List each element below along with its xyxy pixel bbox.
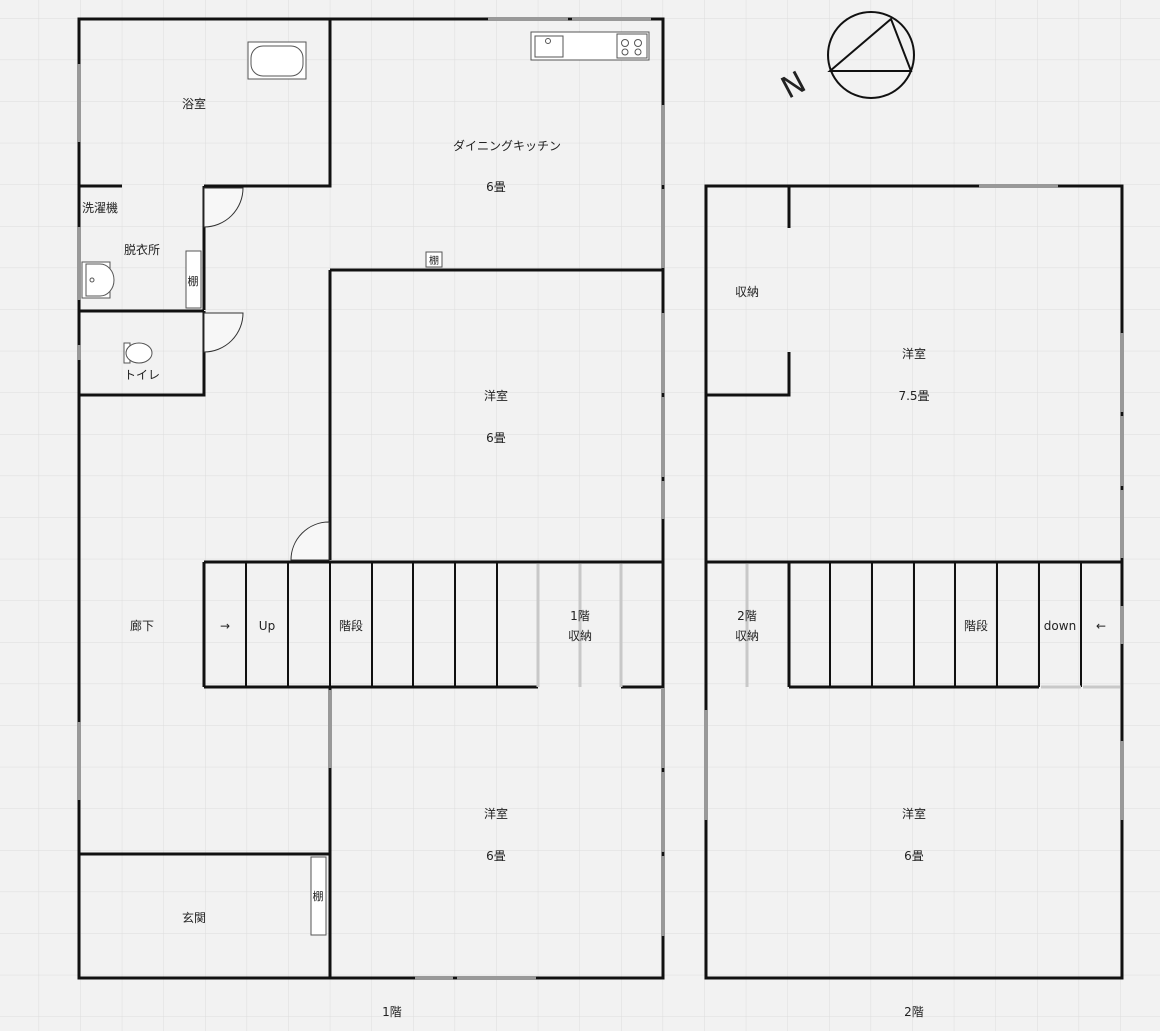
label-arrow-left: ← [1096, 619, 1106, 633]
label-bath: 浴室 [182, 96, 206, 111]
compass-icon [827, 11, 915, 99]
label-storage-2-line1: 2階 [737, 608, 757, 623]
label-room-top-2: 洋室 [902, 346, 926, 361]
label-hallway: 廊下 [130, 618, 154, 633]
kitchen-counter-icon [530, 31, 650, 61]
label-room-bottom: 洋室 [484, 806, 508, 821]
floor-1-doors[interactable] [203, 187, 330, 561]
label-storage-1-line1: 1階 [570, 608, 590, 623]
label-arrow-right: → [220, 619, 230, 633]
label-entrance: 玄関 [182, 910, 206, 925]
door-dressing [203, 187, 244, 228]
floor-2-stair-steps [829, 562, 1082, 687]
label-room-bottom-2-size: 6畳 [904, 849, 924, 863]
door-room-mid [290, 521, 330, 561]
label-storage-1-line2: 収納 [568, 629, 592, 643]
label-room-bottom-size: 6畳 [486, 849, 506, 863]
label-room-top-2-size: 7.5畳 [898, 389, 929, 403]
caption-floor-1: 1階 [382, 1004, 402, 1019]
bathtub-icon [247, 41, 307, 80]
toilet-icon [123, 342, 153, 364]
door-toilet [203, 312, 244, 353]
label-room-mid-size: 6畳 [486, 431, 506, 445]
label-toilet: トイレ [124, 368, 160, 382]
floor-2-light-lines [745, 564, 1120, 689]
label-shelf-kitchen: 棚 [429, 254, 439, 267]
label-storage-2-line2: 収納 [735, 629, 759, 643]
label-dining-kitchen-size: 6畳 [486, 180, 506, 194]
label-dressing: 脱衣所 [124, 242, 160, 257]
label-shelf-entrance: 棚 [313, 889, 324, 903]
floor-1-storage-lines [536, 564, 623, 687]
shelf-dressing-icon [185, 250, 202, 309]
floor-2-windows [704, 184, 1124, 820]
label-room-mid: 洋室 [484, 388, 508, 403]
label-stairs-1: 階段 [339, 618, 363, 633]
label-washer: 洗濯機 [82, 200, 118, 215]
label-dining-kitchen: ダイニングキッチン [453, 138, 561, 153]
label-up: Up [259, 619, 275, 633]
shelf-kitchen-icon [425, 251, 443, 268]
sink-icon [81, 261, 115, 299]
label-room-bottom-2: 洋室 [902, 806, 926, 821]
label-stairs-2: 階段 [964, 618, 988, 633]
floor-1-stair-steps [245, 562, 498, 687]
label-storage-2-top: 収納 [735, 285, 759, 299]
caption-floor-2: 2階 [904, 1004, 924, 1019]
label-shelf-dressing: 棚 [188, 274, 199, 288]
label-down: down [1044, 619, 1076, 633]
floor-1-windows [77, 17, 665, 980]
shelf-entrance-icon [310, 856, 327, 936]
